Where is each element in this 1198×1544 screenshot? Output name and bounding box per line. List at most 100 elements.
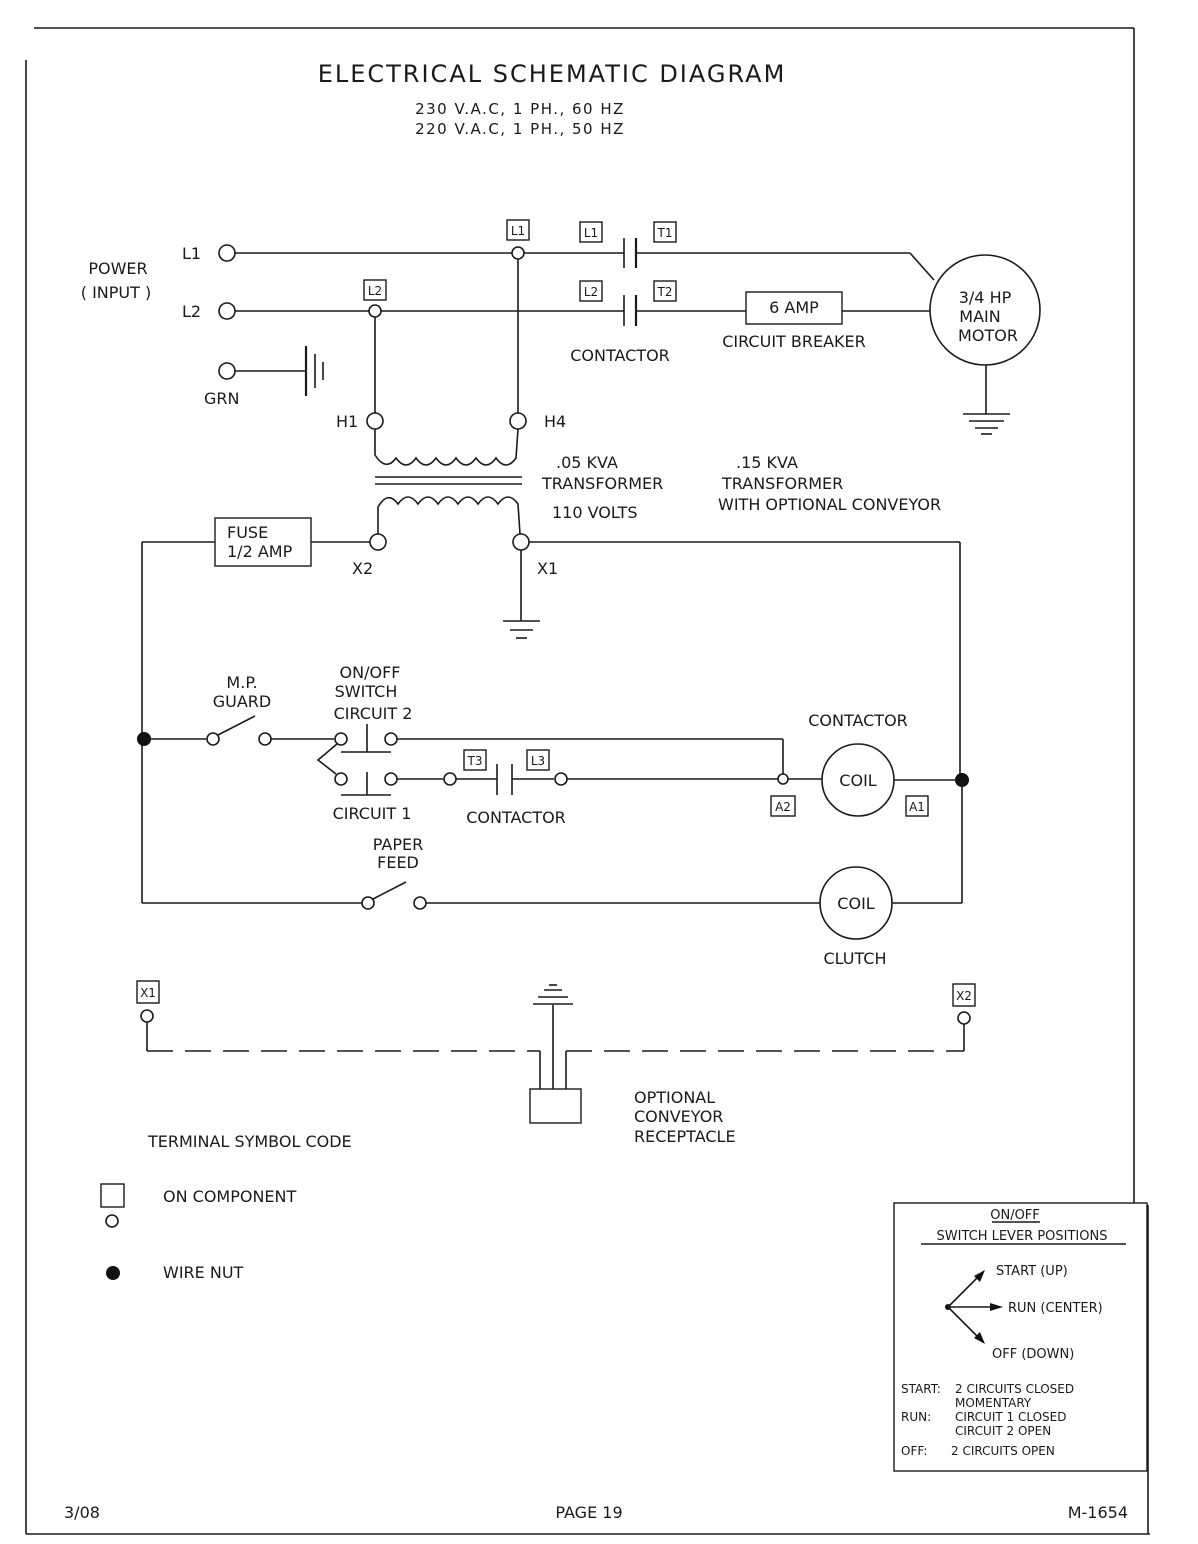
tag-coil-a1-text: A1 bbox=[909, 800, 925, 814]
aux-contactor-terminal-l3 bbox=[554, 772, 568, 786]
tag-coil-a2-text: A2 bbox=[775, 800, 791, 814]
clutch-coil-text: COIL bbox=[837, 894, 874, 913]
position-off: OFF (DOWN) bbox=[992, 1347, 1074, 1362]
paper-feed-label-2: FEED bbox=[377, 853, 419, 872]
lever-arrows-icon bbox=[945, 1270, 1003, 1344]
aux-contactor-label: CONTACTOR bbox=[466, 808, 566, 827]
mp-guard-label-1: M.P. bbox=[226, 673, 257, 692]
h4-label: H4 bbox=[544, 412, 566, 431]
terminal-x1 bbox=[512, 533, 530, 551]
tag-conveyor-x1 bbox=[136, 980, 160, 1004]
footer-date: 3/08 bbox=[64, 1503, 100, 1522]
page-border bbox=[25, 27, 1150, 1535]
tag-contactor-t3-text: T3 bbox=[467, 754, 483, 768]
tag-junction-l2-text: L2 bbox=[368, 284, 382, 298]
fuse-label: FUSE bbox=[227, 523, 268, 542]
tag-contactor-t1-text: T1 bbox=[657, 226, 673, 240]
footer-doc-number: M-1654 bbox=[1068, 1503, 1128, 1522]
chassis-ground-icon bbox=[304, 346, 324, 396]
circuit-1-label: CIRCUIT 1 bbox=[333, 804, 412, 823]
switch-box-title: ON/OFF bbox=[990, 1208, 1040, 1223]
tag-contactor-l3-text: L3 bbox=[531, 754, 545, 768]
note-run-line-1: CIRCUIT 1 CLOSED bbox=[955, 1410, 1066, 1424]
mp-guard-terminal-1 bbox=[206, 732, 220, 746]
main-contactor bbox=[623, 238, 638, 326]
tag-junction-l2 bbox=[363, 279, 387, 301]
optional-transformer-note: WITH OPTIONAL CONVEYOR bbox=[718, 495, 941, 514]
tag-contactor-t1 bbox=[653, 221, 677, 243]
main-motor bbox=[929, 254, 1041, 366]
circuit-2-label: CIRCUIT 2 bbox=[334, 704, 413, 723]
paper-feed-terminal-2 bbox=[413, 896, 427, 910]
conveyor-receptacle-label: OPTIONAL bbox=[634, 1088, 715, 1107]
transformer-icon bbox=[374, 428, 522, 535]
paper-feed-switch-blade bbox=[372, 881, 407, 900]
optional-transformer-kva: .15 KVA bbox=[736, 453, 798, 472]
paper-feed-terminal-1 bbox=[361, 896, 375, 910]
terminal-label-l1: L1 bbox=[182, 244, 201, 263]
transformer-voltage: 110 VOLTS bbox=[552, 503, 638, 522]
main-contactor-label: CONTACTOR bbox=[570, 346, 670, 365]
switch-box-subtitle: SWITCH LEVER POSITIONS bbox=[937, 1229, 1108, 1244]
mp-guard-label-2: GUARD bbox=[213, 692, 272, 711]
tag-conveyor-x2-text: X2 bbox=[956, 989, 972, 1003]
onoff-switch bbox=[316, 724, 398, 796]
note-start-line-1: 2 CIRCUITS CLOSED bbox=[955, 1382, 1074, 1396]
legend-wire-nut: WIRE NUT bbox=[163, 1263, 244, 1282]
tag-coil-a2 bbox=[770, 795, 796, 817]
power-input-label-2: ( INPUT ) bbox=[81, 283, 151, 302]
tag-contactor-t2 bbox=[653, 280, 677, 302]
note-start-key: START: bbox=[901, 1382, 941, 1396]
fuse bbox=[214, 517, 312, 567]
tag-junction-l1 bbox=[506, 219, 530, 241]
transformer-kva: .05 KVA bbox=[556, 453, 618, 472]
subtitle-line-1: 230 V.A.C, 1 PH., 60 HZ bbox=[415, 100, 625, 118]
note-run-line-2: CIRCUIT 2 OPEN bbox=[955, 1424, 1051, 1438]
optional-transformer-label: TRANSFORMER bbox=[721, 474, 843, 493]
position-start: START (UP) bbox=[996, 1264, 1068, 1279]
motor-label-1: MAIN bbox=[959, 307, 1000, 326]
terminal-label-grn: GRN bbox=[204, 389, 239, 408]
terminal-grn bbox=[218, 362, 236, 380]
wire-nut-symbol-icon bbox=[106, 1266, 120, 1280]
legend-on-component: ON COMPONENT bbox=[163, 1187, 297, 1206]
note-start-line-2: MOMENTARY bbox=[955, 1396, 1032, 1410]
contactor-coil-label: CONTACTOR bbox=[808, 711, 908, 730]
tag-contactor-l2 bbox=[579, 280, 603, 302]
terminal-x2 bbox=[369, 533, 387, 551]
tag-conveyor-x2 bbox=[952, 983, 976, 1007]
tag-contactor-l1-text: L1 bbox=[584, 226, 598, 240]
onoff-switch-label: ON/OFF bbox=[340, 663, 401, 682]
clutch-label: CLUTCH bbox=[823, 949, 886, 968]
secondary-ground-icon bbox=[503, 620, 540, 639]
conveyor-ground-icon bbox=[533, 984, 573, 1005]
power-input-label: POWER bbox=[88, 259, 147, 278]
motor-label-2: MOTOR bbox=[958, 326, 1018, 345]
tag-contactor-l2-text: L2 bbox=[584, 285, 598, 299]
position-run: RUN (CENTER) bbox=[1008, 1301, 1103, 1316]
paper-feed-label: PAPER bbox=[373, 835, 423, 854]
onoff-switch-label-2: SWITCH bbox=[335, 682, 398, 701]
earth-ground-icon bbox=[963, 413, 1010, 435]
switch-positions-box bbox=[893, 1202, 1148, 1472]
transformer-label: TRANSFORMER bbox=[541, 474, 663, 493]
junction-l2 bbox=[368, 304, 382, 318]
terminal-h4 bbox=[509, 412, 527, 430]
tag-conveyor-x1-text: X1 bbox=[140, 986, 156, 1000]
conveyor-terminal-x2 bbox=[957, 1011, 971, 1025]
breaker-label: CIRCUIT BREAKER bbox=[722, 332, 866, 351]
aux-contactor-terminal-t3 bbox=[443, 772, 457, 786]
terminal-h1 bbox=[366, 412, 384, 430]
h1-label: H1 bbox=[336, 412, 358, 431]
note-off-line-1: 2 CIRCUITS OPEN bbox=[951, 1444, 1055, 1458]
tag-contactor-l1 bbox=[579, 221, 603, 243]
tag-junction-l1-text: L1 bbox=[511, 224, 525, 238]
coil-terminal-a2 bbox=[777, 773, 789, 785]
footer-page-number: PAGE 19 bbox=[555, 1503, 622, 1522]
terminal-l2 bbox=[218, 302, 236, 320]
terminal-l1 bbox=[218, 244, 236, 262]
legend-title: TERMINAL SYMBOL CODE bbox=[147, 1132, 352, 1151]
terminal-label-l2: L2 bbox=[182, 302, 201, 321]
motor-hp: 3/4 HP bbox=[959, 288, 1012, 307]
junction-l1 bbox=[511, 246, 525, 260]
